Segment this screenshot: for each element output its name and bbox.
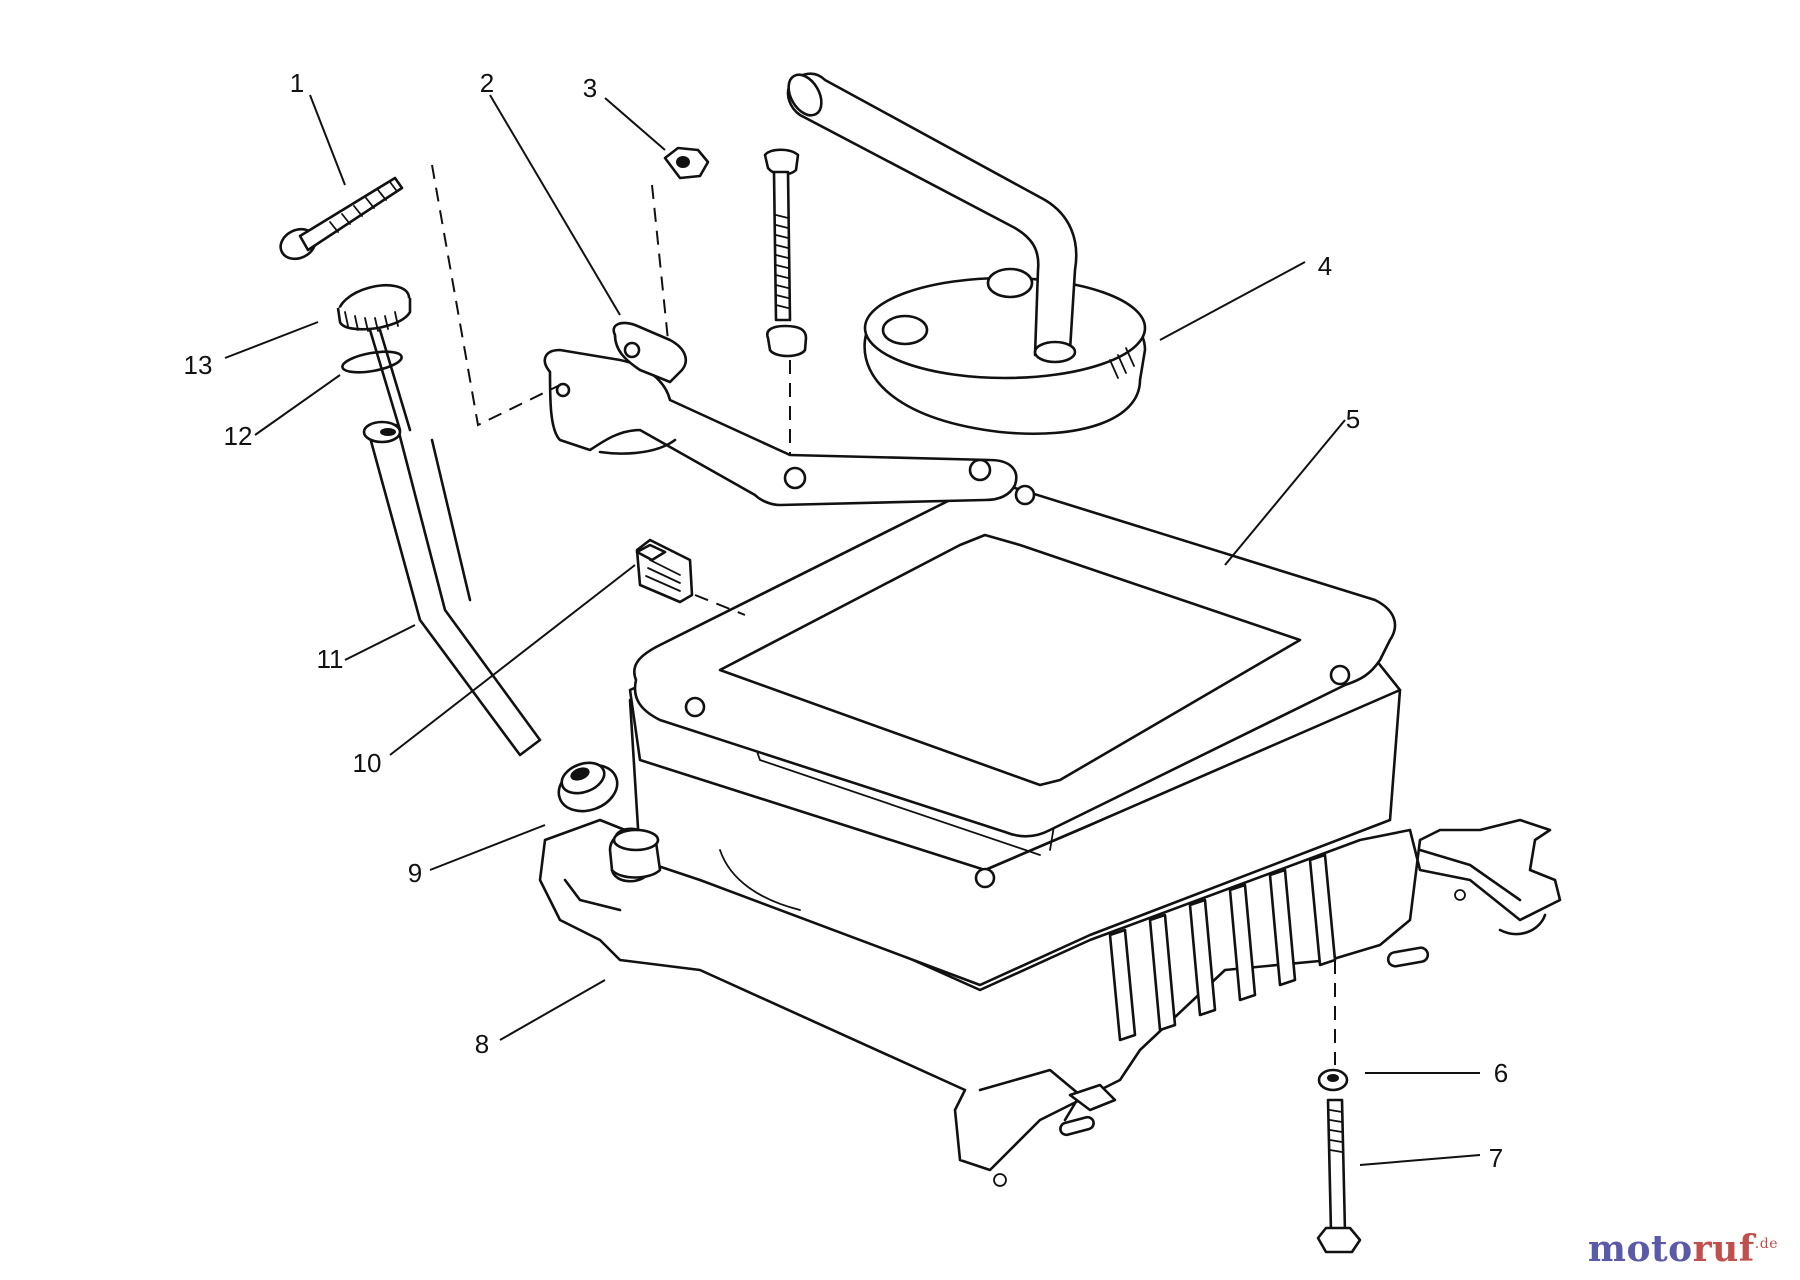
callout-12: 12: [224, 421, 253, 451]
watermark-suffix: .de: [1754, 1236, 1778, 1252]
callout-labels: 1 2 3 4 5 6 7 8 9 10 11 12 13: [184, 68, 1509, 1173]
callout-3: 3: [583, 73, 597, 103]
bottom-bolt: [1316, 1098, 1362, 1254]
grommet: [557, 761, 619, 813]
mounting-bracket: [543, 321, 1018, 507]
callout-2: 2: [480, 68, 494, 98]
callout-6: 6: [1494, 1058, 1508, 1088]
dipstick-tube: [362, 420, 542, 757]
center-bolt: [763, 148, 808, 480]
screw: [279, 164, 561, 427]
callout-8: 8: [475, 1029, 489, 1059]
watermark-logo: motoruf.de: [1588, 1228, 1778, 1270]
dipstick-rod: [368, 328, 412, 432]
callout-4: 4: [1318, 251, 1332, 281]
callout-10: 10: [353, 748, 382, 778]
callout-7: 7: [1489, 1143, 1503, 1173]
watermark-text-a: moto: [1587, 1228, 1693, 1270]
lock-washer: [1317, 960, 1349, 1092]
drain-plug: [635, 538, 746, 616]
leader-lines: [224, 94, 1481, 1166]
callout-9: 9: [408, 858, 422, 888]
dipstick-cap: [336, 283, 412, 332]
callout-1: 1: [290, 68, 304, 98]
watermark-text-b: ruf: [1692, 1228, 1755, 1270]
oil-filler-cap-assembly: [786, 72, 1147, 436]
callout-5: 5: [1346, 404, 1360, 434]
hex-nut: [651, 146, 710, 341]
callout-13: 13: [184, 350, 213, 380]
gasket: [633, 482, 1397, 889]
dipstick-boss: [608, 828, 662, 879]
cooling-fins: [1108, 853, 1337, 1042]
callout-11: 11: [317, 644, 344, 674]
